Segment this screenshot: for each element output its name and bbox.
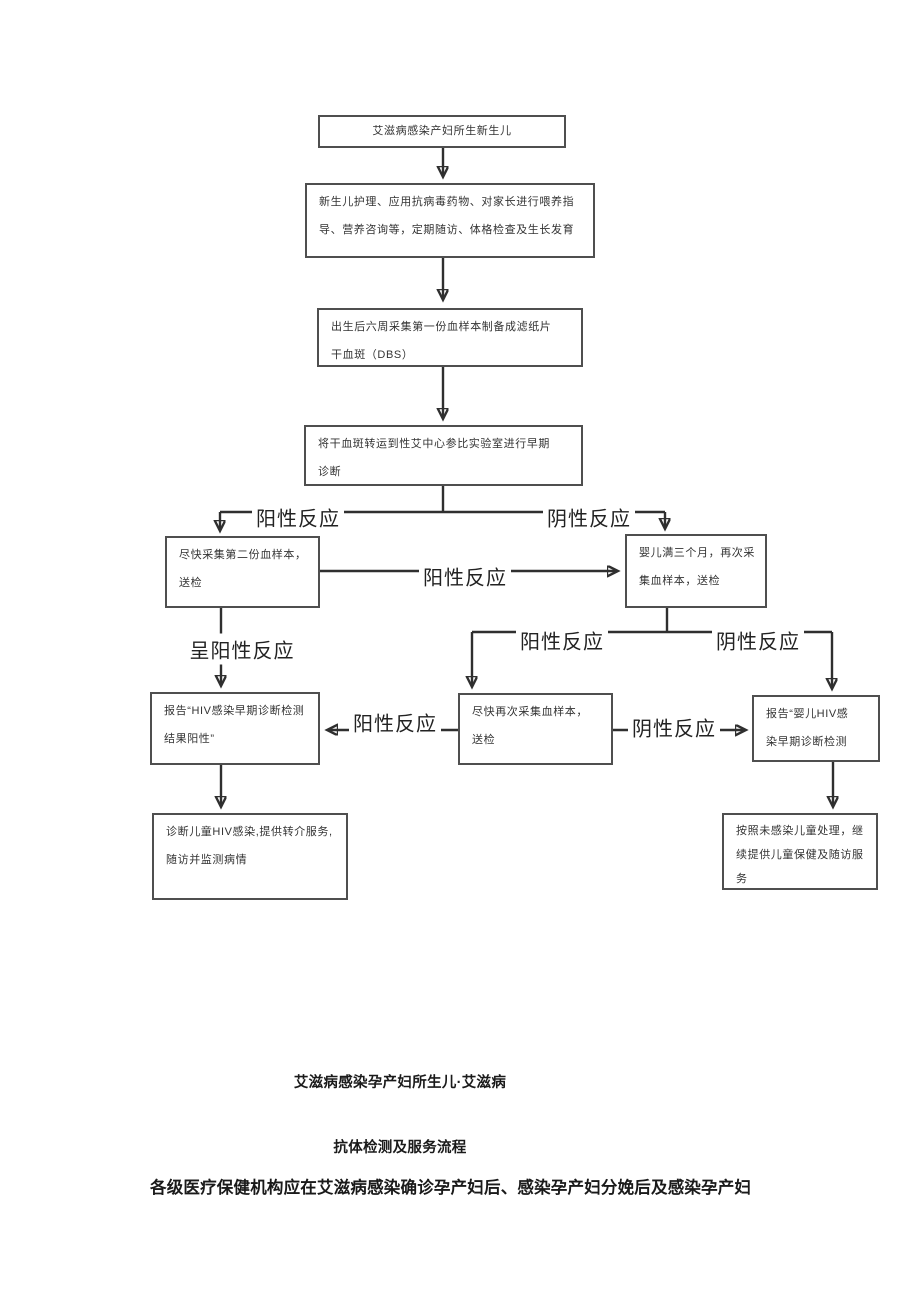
flow-box-second-sample: 尽快采集第二份血样本， 送检 — [165, 536, 320, 608]
footer-subtitle: 抗体检测及服务流程 — [333, 1140, 467, 1156]
flow-box-resample: 尽快再次采集血样本， 送检 — [458, 693, 613, 765]
flow-box-care: 新生儿护理、应用抗病毒药物、对家长进行喂养指 导、营养咨询等，定期随访、体格检查… — [305, 183, 595, 258]
flow-box-first-sample: 出生后六周采集第一份血样本制备成滤纸片 干血斑（DBS） — [317, 308, 583, 367]
flow-label-negative-right: 阴性反应 — [712, 624, 804, 656]
flow-box-uninfected: 按照未感染儿童处理，继 续提供儿童保健及随访服 务 — [722, 813, 878, 890]
footer-title: 艾滋病感染孕产妇所生儿·艾滋病 — [293, 1075, 507, 1091]
flow-label-positive-cross: 阳性反应 — [419, 560, 511, 592]
flow-box-report-positive: 报告“HIV感染早期诊断检测 结果阳性” — [150, 692, 320, 765]
flow-label-confirmed-positive: 呈阳性反应 — [185, 633, 299, 665]
flow-box-transport: 将干血斑转运到性艾中心参比实验室进行早期 诊断 — [304, 425, 583, 486]
flow-box-newborn: 艾滋病感染产妇所生新生儿 — [318, 115, 566, 148]
flow-label-positive-branch: 阳性反应 — [252, 501, 344, 533]
flow-label-negative-branch: 阴性反应 — [543, 501, 635, 533]
flow-box-three-months: 婴儿满三个月，再次采 集血样本，送检 — [625, 534, 767, 608]
flow-box-diagnose: 诊断儿童HIV感染,提供转介服务, 随访并监测病情 — [152, 813, 348, 900]
flow-label-positive-mid: 阳性反应 — [349, 706, 441, 738]
flow-label-negative-mid: 阴性反应 — [628, 711, 720, 743]
flow-label-positive-left: 阳性反应 — [516, 624, 608, 656]
footer-paragraph: 各级医疗保健机构应在艾滋病感染确诊孕产妇后、感染孕产妇分娩后及感染孕产妇 — [150, 1179, 752, 1197]
flow-box-report-infant: 报告“婴儿HIV感 染早期诊断检测 — [752, 695, 880, 762]
